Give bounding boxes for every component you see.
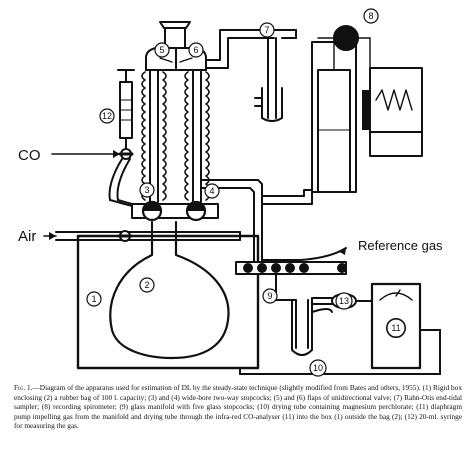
callout-10: 10 bbox=[309, 359, 327, 377]
corrugated-hose-left bbox=[141, 71, 167, 201]
callout-9: 9 bbox=[262, 288, 278, 304]
svg-text:11: 11 bbox=[391, 323, 400, 333]
figure-caption-label: Fig. 1. bbox=[14, 383, 33, 392]
co-label: CO bbox=[18, 147, 41, 164]
recording-spirometer bbox=[261, 25, 423, 205]
reference-gas-line bbox=[261, 247, 347, 261]
glass-manifold bbox=[235, 261, 347, 301]
callout-3: 3 bbox=[139, 182, 155, 198]
co-inlet-stopcock bbox=[118, 148, 134, 160]
callout-12: 12 bbox=[99, 108, 115, 124]
svg-text:8: 8 bbox=[368, 11, 373, 21]
callout-4: 4 bbox=[204, 183, 220, 199]
svg-text:12: 12 bbox=[102, 111, 112, 121]
callout-11: 11 bbox=[386, 318, 406, 338]
svg-text:6: 6 bbox=[193, 45, 198, 55]
figure-caption-text: —Diagram of the apparatus used for estim… bbox=[14, 383, 462, 430]
callout-2: 2 bbox=[139, 277, 155, 293]
svg-text:4: 4 bbox=[209, 186, 214, 196]
drying-tube bbox=[291, 299, 333, 356]
apparatus-diagram: CO Air Reference gas 1 2 3 4 5 6 7 8 9 1… bbox=[18, 8, 443, 377]
corrugated-hose-right bbox=[184, 71, 210, 201]
rigid-box bbox=[76, 234, 260, 370]
air-inlet-stopcock bbox=[117, 230, 133, 242]
callout-6: 6 bbox=[188, 42, 204, 58]
callout-1: 1 bbox=[86, 291, 102, 307]
co-inlet-line bbox=[51, 150, 133, 207]
callout-13: 13 bbox=[335, 292, 353, 310]
air-inlet-pipe bbox=[43, 231, 129, 241]
stopcock-3 bbox=[141, 200, 163, 222]
svg-text:10: 10 bbox=[313, 363, 323, 373]
rubber-bag bbox=[109, 236, 230, 360]
svg-text:13: 13 bbox=[339, 296, 349, 306]
expiratory-tube bbox=[192, 69, 202, 203]
bag-neck-tube bbox=[151, 221, 177, 239]
reference-gas-label: Reference gas bbox=[358, 238, 443, 253]
svg-text:7: 7 bbox=[264, 25, 269, 35]
rahn-otis-sampler bbox=[205, 29, 297, 122]
inspiratory-tube bbox=[149, 69, 159, 203]
callout-5: 5 bbox=[154, 42, 170, 58]
callout-8: 8 bbox=[363, 8, 379, 24]
callout-7: 7 bbox=[259, 22, 275, 38]
svg-text:2: 2 bbox=[144, 280, 149, 290]
stopcock-4 bbox=[185, 200, 207, 222]
figure-caption: Fig. 1.—Diagram of the apparatus used fo… bbox=[14, 383, 462, 431]
horizontal-connecting-tube bbox=[127, 231, 241, 241]
expired-gas-line bbox=[200, 179, 263, 265]
syringe-12 bbox=[117, 69, 135, 149]
svg-text:3: 3 bbox=[144, 185, 149, 195]
svg-text:1: 1 bbox=[91, 294, 96, 304]
svg-text:9: 9 bbox=[267, 291, 272, 301]
air-label: Air bbox=[18, 228, 36, 245]
manifold-stopcocks bbox=[243, 263, 347, 273]
svg-text:5: 5 bbox=[159, 45, 164, 55]
